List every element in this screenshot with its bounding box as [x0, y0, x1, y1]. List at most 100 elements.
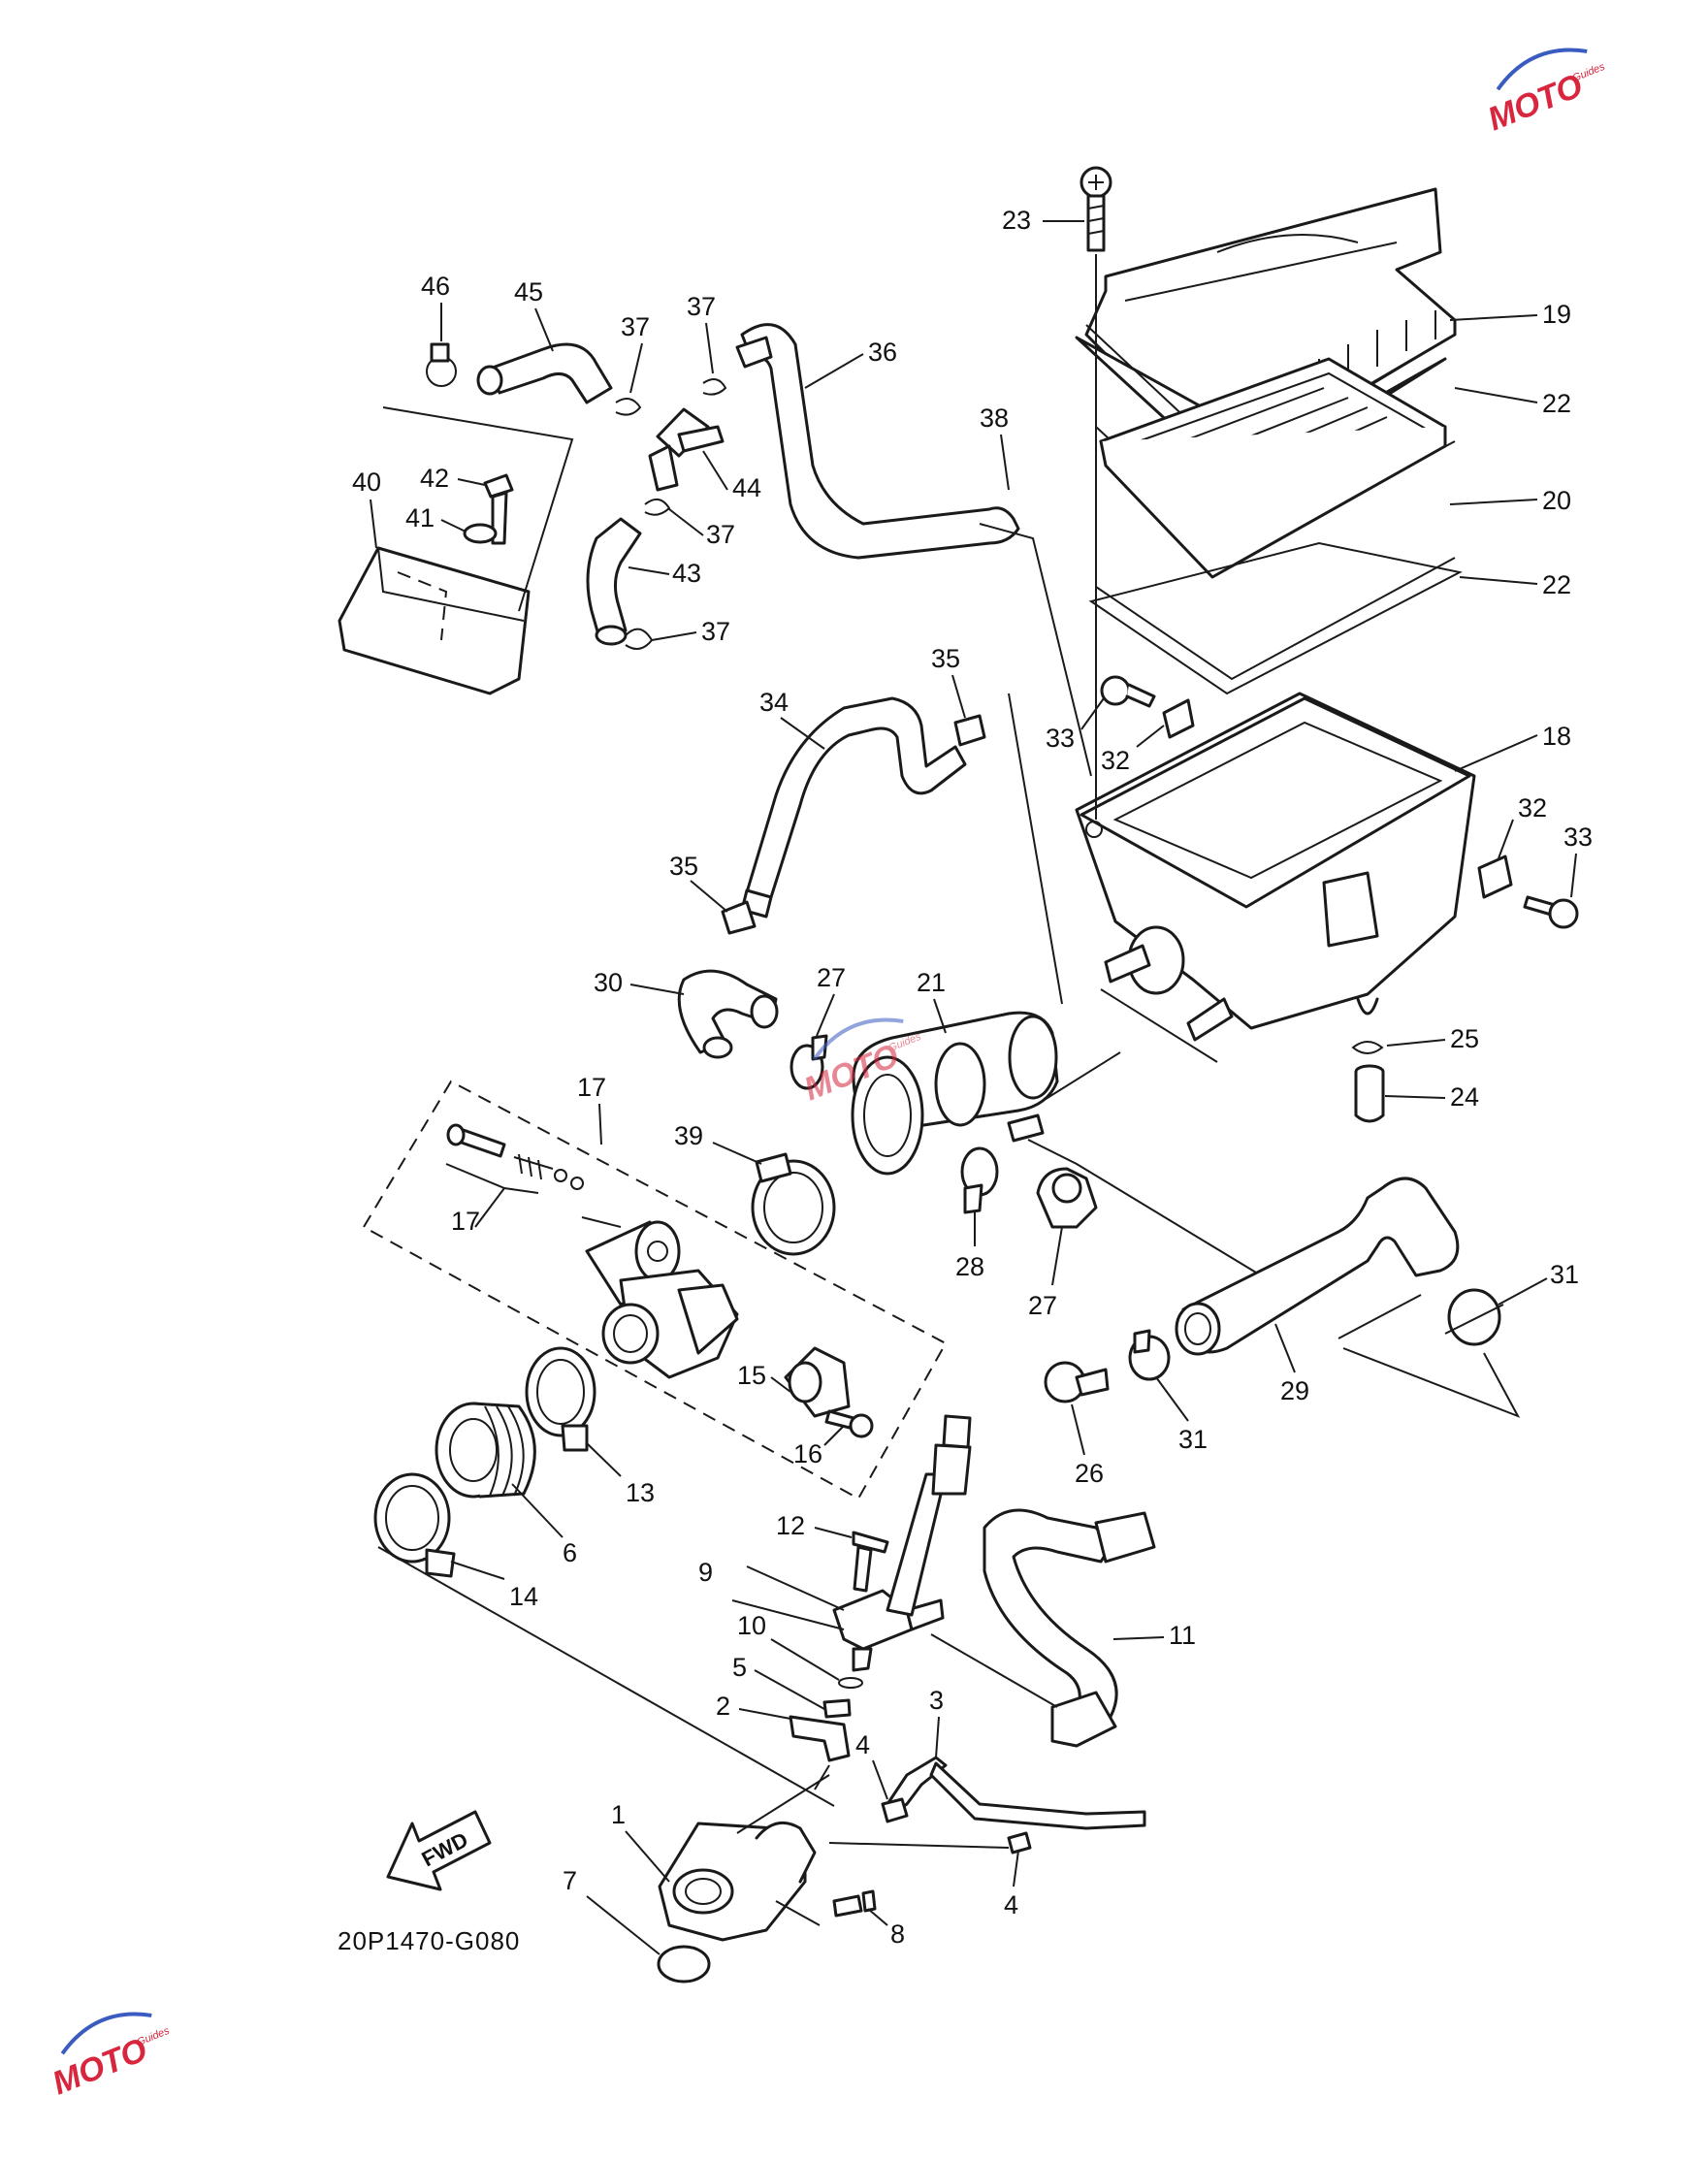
- bolt-8: [832, 1889, 877, 1918]
- joint-44: [648, 407, 725, 492]
- injector-group-lines: [731, 1565, 845, 1630]
- clamp-39: [751, 1152, 836, 1256]
- callout-35-upper: 35: [931, 644, 960, 673]
- air-filter-element: [1099, 357, 1447, 579]
- forward-direction-arrow: FWD: [386, 1810, 492, 1891]
- bracket-2-line: [814, 1764, 830, 1790]
- callout-29: 29: [1280, 1376, 1309, 1405]
- callout-4-lower: 4: [1004, 1890, 1018, 1919]
- callout-15: 15: [737, 1361, 766, 1390]
- callout-7: 7: [563, 1866, 577, 1895]
- callout-36: 36: [868, 338, 897, 367]
- clips-4: [881, 1797, 1032, 1855]
- washer-41: [463, 523, 498, 544]
- case-seal-gasket-lower: [1088, 541, 1463, 695]
- callout-35-lower: 35: [669, 852, 698, 881]
- callout-27-bottom: 28: [955, 1252, 984, 1281]
- canister-40: [338, 546, 531, 695]
- o-ring-10: [838, 1677, 863, 1689]
- screw-14-set: [446, 1123, 622, 1228]
- callout-37-b: 37: [687, 292, 716, 321]
- callout-31-left: 31: [1178, 1425, 1208, 1454]
- callout-25: 25: [1450, 1024, 1479, 1053]
- nut-32-left: [1162, 698, 1195, 739]
- clamp-31: [1128, 1329, 1171, 1381]
- callout-20: 20: [1542, 486, 1571, 515]
- drain-plug-24: [1354, 1064, 1385, 1123]
- clamp-17-lower: [373, 1472, 456, 1578]
- screw-23: [1080, 166, 1112, 252]
- hose-43: [586, 517, 642, 646]
- callout-37-d: 37: [701, 617, 730, 646]
- callout-24: 24: [1450, 1082, 1479, 1112]
- callout-27-top: 27: [817, 963, 846, 992]
- o-ring-7: [657, 1945, 711, 1984]
- callout-1: 1: [611, 1800, 626, 1829]
- clamp-46: [426, 342, 457, 387]
- callout-8: 8: [890, 1919, 905, 1949]
- callout-3: 3: [929, 1686, 944, 1715]
- hose-45: [476, 342, 613, 404]
- callout-32-left: 32: [1101, 746, 1130, 775]
- watermark-logo-bottom: MOTO Guides: [48, 2012, 172, 2102]
- watermark-sub-top: Guides: [1571, 61, 1607, 84]
- callout-30: 26: [1075, 1459, 1104, 1488]
- callout-45: 45: [514, 277, 543, 306]
- cap-31: [1444, 1288, 1504, 1346]
- clamp-17-upper: [525, 1346, 596, 1452]
- callout-41: 41: [405, 503, 435, 532]
- fuel-hose-11: [983, 1508, 1156, 1748]
- callout-2: 2: [716, 1692, 730, 1721]
- watermark-logo-top: MOTO Guides: [1483, 48, 1607, 138]
- callout-26: 27: [1028, 1291, 1057, 1320]
- callout-39: 39: [674, 1121, 703, 1150]
- callout-10: 10: [737, 1611, 766, 1640]
- callout-11: 11: [1169, 1621, 1196, 1650]
- callout-22-lower: 22: [1542, 570, 1571, 599]
- joint-guide-line: [377, 1546, 835, 1807]
- manifold-guide-lines: [736, 1774, 1010, 1926]
- callouts: 23 19 22 20 22 18 32 33 33 32 25 24 46 4…: [352, 206, 1593, 1955]
- clips-37: [615, 378, 727, 650]
- bolt-33-right: [1523, 895, 1579, 929]
- carburetor-joint-6: [435, 1402, 536, 1499]
- callout-37-a: 37: [621, 312, 650, 341]
- bolt-12: [852, 1531, 889, 1593]
- callout-4-upper: 4: [855, 1730, 870, 1759]
- callout-34: 34: [759, 688, 789, 717]
- clip-25: [1351, 1041, 1384, 1054]
- callout-31-right: 31: [1550, 1260, 1579, 1289]
- diagram-code: 20P1470-G080: [338, 1926, 520, 1955]
- screw-14-lines: [445, 1163, 539, 1228]
- bracket-3: [886, 1756, 1146, 1830]
- callout-40: 40: [352, 468, 381, 497]
- screw-16: [824, 1409, 874, 1438]
- sensor-26: [1036, 1167, 1098, 1229]
- callout-12: 12: [776, 1511, 805, 1540]
- hose-29-guide-lines: [1337, 1294, 1521, 1418]
- callout-43: 43: [672, 559, 701, 588]
- hose-36-guide-line: [979, 523, 1092, 777]
- callout-37-c: 37: [706, 520, 735, 549]
- callout-19: 19: [1542, 300, 1571, 329]
- intake-guide-lines: [1027, 988, 1262, 1276]
- callout-38: 38: [980, 403, 1009, 433]
- plug-30: [1044, 1361, 1110, 1403]
- callout-33-left: 33: [1046, 724, 1075, 753]
- callout-18: 18: [1542, 722, 1571, 751]
- air-filter-case-lower: [1075, 692, 1476, 1042]
- callout-32-right: 32: [1518, 793, 1547, 822]
- clips-35: [721, 714, 986, 935]
- bracket-2: [789, 1715, 851, 1762]
- callout-16: 16: [793, 1439, 822, 1468]
- seal-5: [822, 1698, 852, 1719]
- callout-28: 30: [594, 968, 623, 997]
- callout-33-right: 33: [1563, 822, 1593, 852]
- throttle-body-group-outline: [362, 1080, 948, 1500]
- watermark-sub-bottom: Guides: [136, 2025, 172, 2048]
- injector-hose-line: [930, 1633, 1058, 1708]
- breather-hose-34: [740, 696, 967, 919]
- callout-9: 9: [698, 1558, 713, 1587]
- callout-22-upper: 22: [1542, 389, 1571, 418]
